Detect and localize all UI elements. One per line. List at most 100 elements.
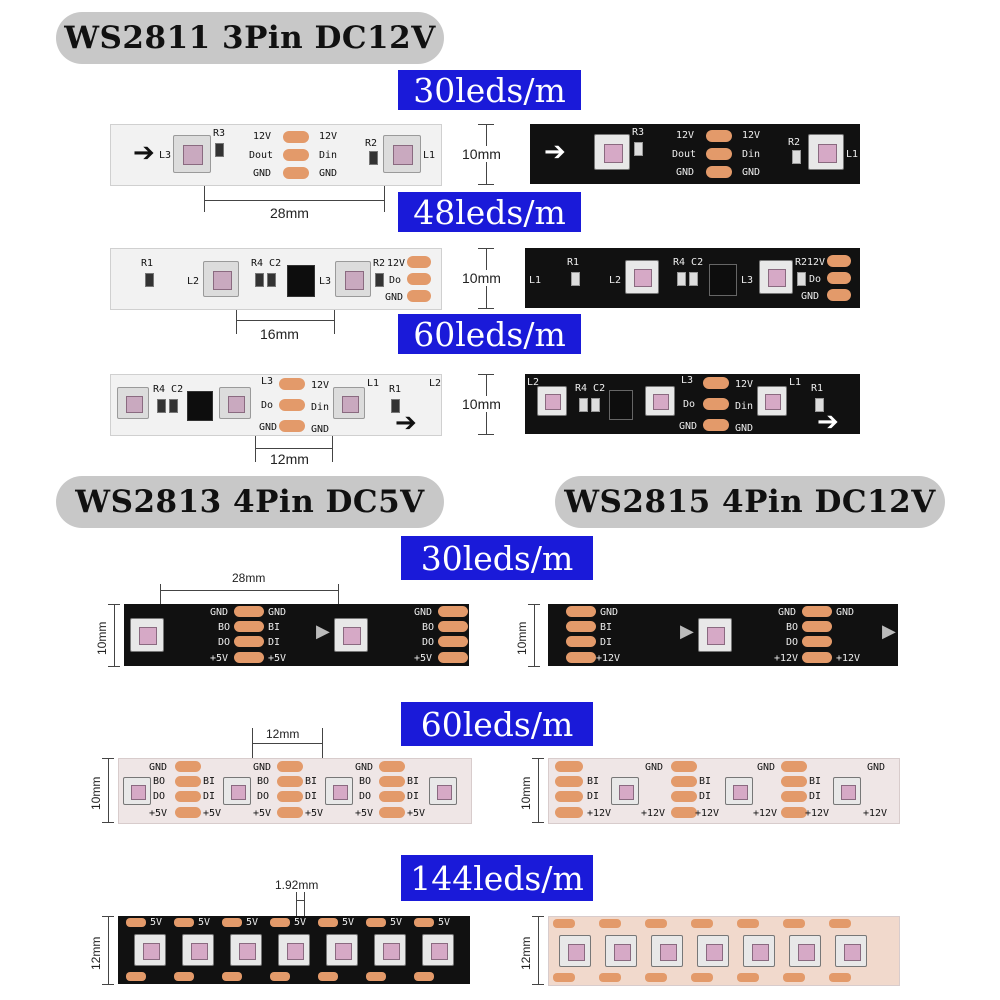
pin-label-do: DO [422,637,435,648]
pin-label-12v: 12V [742,130,761,141]
dimension-line [252,743,322,744]
led-chip [374,934,406,966]
solder-pad [781,776,807,787]
solder-pad [553,919,575,928]
density-label-60-ws2813: 60leds/m [401,702,593,746]
dimension-line [204,200,384,201]
dimension-line [108,758,109,822]
led-chip [223,777,251,805]
solder-pad [407,256,431,268]
led-chip [335,261,371,297]
led-chip [743,935,775,967]
led-chip [203,261,239,297]
strip-ws2811-30-white: ➔ L3 R3 12V Dout GND 12V Din GND R2 L1 [110,124,442,186]
pitch-1-92mm: 1.92mm [275,878,319,892]
solder-pad [829,973,851,982]
pin-label-do: Do [683,399,696,410]
solder-pad [234,606,264,617]
solder-pad [566,606,596,617]
density-label-30-ws2811: 30leds/m [398,70,581,110]
pin-label-5v: 5V [294,917,307,928]
dimension-tick [532,984,544,985]
dimension-line [538,916,539,984]
strip-ws2811-30-black: ➔ R3 12V Dout GND 12V Din GND R2 L1 [530,124,860,184]
led-chip [219,387,251,419]
pin-label-din: Din [311,402,330,413]
solder-pad [783,919,805,928]
pin-label-12v: 12V [311,380,330,391]
led-chip [697,935,729,967]
width-10mm: 10mm [519,776,533,810]
led-chip [594,134,630,170]
pin-label-5v: 5V [342,917,355,928]
pin-label-dout: Dout [672,149,697,160]
led-chip [117,387,149,419]
width-10mm: 10mm [460,270,503,286]
solder-pad [783,973,805,982]
dimension-tick [304,892,305,916]
pin-label-5v: 5V [438,917,451,928]
pin-label-bi: BI [809,776,822,787]
led-chip [789,935,821,967]
solder-pad [645,919,667,928]
solder-pad [379,807,405,818]
strip-ws2815-60: BI DI +12V GND +12V BI DI +12V GND +12V … [548,758,900,824]
solder-pad [126,972,146,981]
led-chip [130,618,164,652]
dimension-tick [204,186,205,212]
resistor [145,273,154,287]
width-12mm: 12mm [519,936,533,970]
label-l1: L1 [789,377,802,388]
pin-label-5v: +5V [268,653,287,664]
solder-pad [222,918,242,927]
width-12mm: 12mm [89,936,103,970]
capacitor [169,399,178,413]
pin-label-12v: 12V [676,130,695,141]
led-chip [808,134,844,170]
pin-label-bi: BI [305,776,318,787]
solder-pad [270,972,290,981]
led-chip [605,935,637,967]
pin-label-12v: +12V [863,808,888,819]
solder-pad [175,791,201,802]
label-r2: R2 [373,258,386,269]
label-r4-c2: R4 C2 [153,384,184,395]
pin-label-do: Do [261,400,274,411]
pin-label-do: DO [218,637,231,648]
ic-chip [287,265,315,297]
solder-pad [829,919,851,928]
led-chip [422,934,454,966]
solder-pad [277,761,303,772]
pin-label-di: DI [407,791,420,802]
led-chip [230,934,262,966]
density-label-144-ws2813: 144leds/m [401,855,593,901]
dimension-tick [528,604,540,605]
pin-label-dout: Dout [249,150,274,161]
pin-label-12v: +12V [774,653,799,664]
strip-ws2811-48-white: R1 L2 R4 C2 L3 R2 12V Do GND [110,248,442,310]
pin-label-12v: 12V [387,258,406,269]
resistor [677,272,686,286]
solder-pad [222,972,242,981]
solder-pad [283,167,309,179]
label-r2: R2 [365,138,378,149]
label-l3: L3 [261,376,274,387]
label-l1: L1 [529,275,542,286]
led-chip [325,777,353,805]
dimension-line [255,448,332,449]
label-r3: R3 [213,128,226,139]
dimension-tick [252,728,253,762]
pin-label-gnd: GND [679,421,698,432]
led-chip [334,618,368,652]
resistor [634,142,643,156]
pin-label-bo: BO [786,622,799,633]
dimension-tick [384,186,385,212]
led-chip [651,935,683,967]
led-chip [278,934,310,966]
dimension-tick [102,984,114,985]
dimension-tick [255,436,256,462]
arrow-right-icon: ➔ [817,407,839,434]
triangle-right-icon: ▶ [680,621,694,642]
resistor [797,272,806,286]
ic-chip [709,264,737,296]
